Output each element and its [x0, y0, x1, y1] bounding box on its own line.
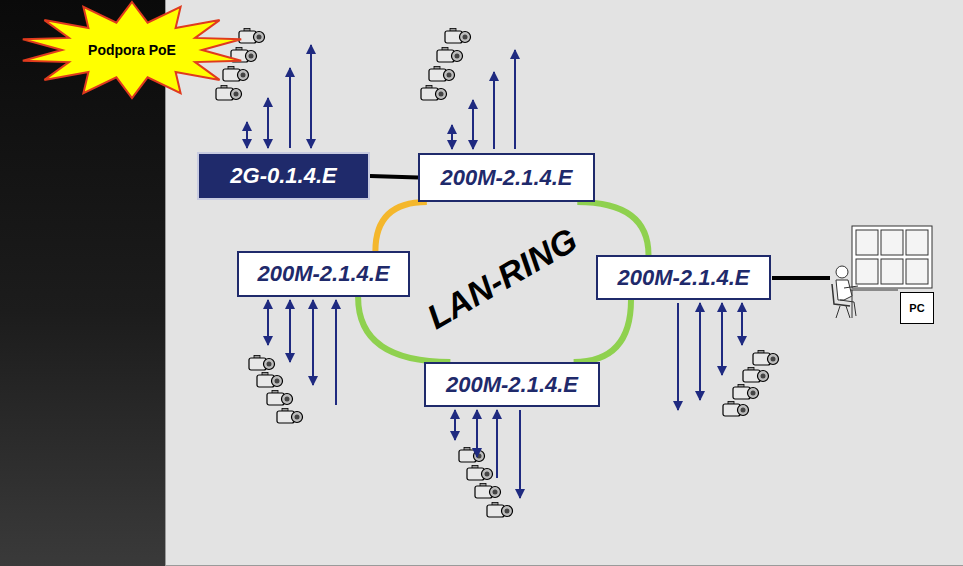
operator-station	[832, 226, 932, 318]
camera-group	[216, 29, 311, 149]
node-label: PC	[909, 302, 924, 314]
node-label: 200M-2.1.4.E	[257, 261, 389, 287]
switch-box: 200M-2.1.4.E	[418, 153, 595, 202]
node-label: 200M-2.1.4.E	[440, 165, 572, 191]
network-cable	[772, 276, 830, 280]
switch-box: 200M-2.1.4.E	[424, 362, 600, 407]
camera-group	[678, 303, 779, 416]
starburst-callout: Podpora PoE	[18, 0, 246, 100]
pc-box: PC	[900, 292, 934, 324]
camera-group	[455, 410, 520, 517]
switch-box: 200M-2.1.4.E	[596, 255, 771, 300]
ring-link	[574, 300, 631, 362]
switch-box: 2G-0.1.4.E	[197, 152, 370, 200]
node-label: Podpora PoE	[88, 42, 176, 58]
ring-link	[577, 202, 648, 255]
uplink-cable	[370, 176, 418, 178]
camera-group	[249, 300, 336, 423]
node-label: 2G-0.1.4.E	[230, 163, 336, 189]
node-label: 200M-2.1.4.E	[446, 372, 578, 398]
ring-link	[375, 202, 426, 251]
switch-box: 200M-2.1.4.E	[237, 251, 410, 297]
ring-label: LAN-RING	[420, 220, 583, 337]
node-label: 200M-2.1.4.E	[617, 265, 749, 291]
camera-group	[421, 29, 515, 150]
